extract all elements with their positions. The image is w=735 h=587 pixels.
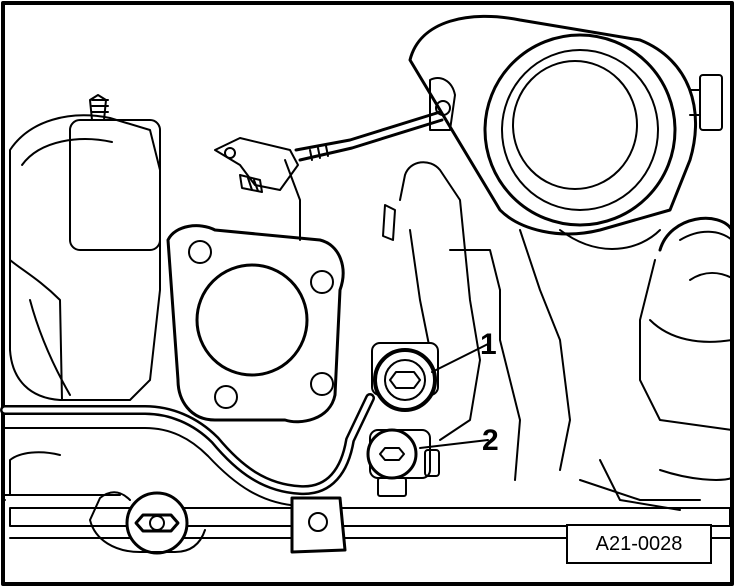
callout-label-2: 2	[482, 424, 499, 457]
leader-line-2	[419, 439, 489, 449]
intake-elbow	[408, 14, 723, 236]
callout-label-1: 1	[480, 328, 497, 361]
banjo-bolt-lower	[366, 428, 440, 497]
right-cylinder	[599, 216, 734, 511]
turbocharger-housing	[9, 94, 161, 401]
figure-reference-label: A21-0028	[566, 524, 712, 564]
wastegate-rod	[214, 110, 444, 241]
oil-supply-line	[0, 393, 375, 507]
banjo-bolt-upper	[371, 342, 439, 412]
leader-line-1	[431, 343, 489, 373]
bottom-rail	[4, 451, 731, 555]
manifold-body	[382, 161, 661, 481]
turbo-outlet-flange	[166, 224, 345, 424]
